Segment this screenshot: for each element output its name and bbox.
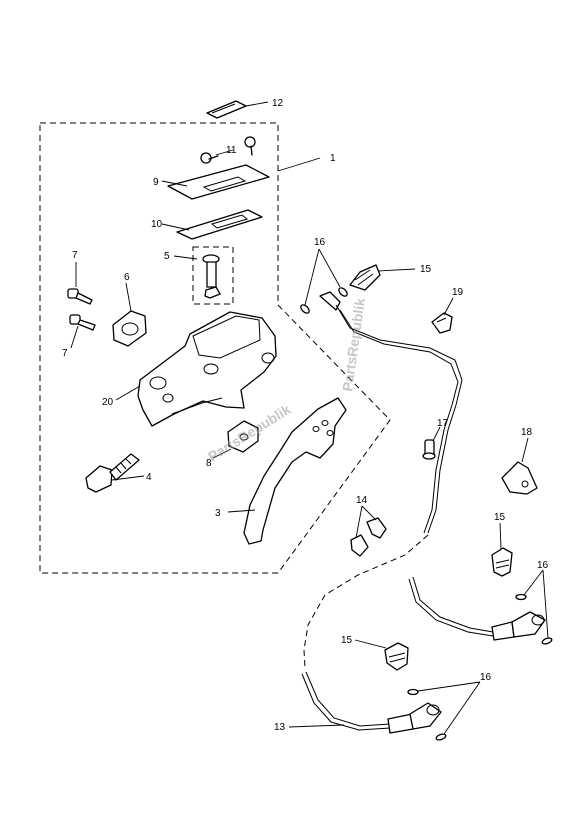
callout-10: 10 [151,219,163,230]
callout-1: 1 [330,153,336,164]
callout-13: 13 [274,722,286,733]
callout-4: 4 [146,472,152,483]
part-9-cover-plate [167,164,270,200]
callout-15-upper: 15 [420,264,432,275]
assembly-boundary-dashed [39,122,391,574]
part-11-screws [200,136,256,164]
part-12-cap-diaphragm [206,100,247,119]
callout-6: 6 [124,272,130,283]
callout-19: 19 [452,287,464,298]
part-15-banjo-bolts [349,264,513,671]
callout-numbers: 12 1 11 9 10 5 7 7 6 20 8 4 3 16 15 19 1… [62,98,549,733]
part-4-adjuster [85,453,140,493]
callout-15-right: 15 [494,512,506,523]
part-8-pivot [227,420,259,453]
part-10-gasket [176,209,263,240]
callout-3: 3 [215,508,221,519]
hose-routing-dashed [303,534,429,669]
part-19-clip [431,312,453,334]
callout-11: 11 [226,145,237,156]
part-14-clips [350,517,387,557]
lower-right-hose [408,576,546,641]
callout-7-upper: 7 [72,250,78,261]
callout-16-right: 16 [537,560,549,571]
callout-12: 12 [272,98,284,109]
part-3-brake-lever [243,397,347,545]
part-13-lower-hose [301,671,442,734]
part-16-washers [300,287,553,741]
sub-assembly-5-boundary [192,246,234,305]
callout-20: 20 [102,397,114,408]
part-17-screw [422,439,436,460]
upper-brake-hose [319,291,463,534]
callout-5: 5 [164,251,170,262]
callout-9: 9 [153,177,159,188]
part-7-screws [67,288,96,331]
callout-16-upper: 16 [314,237,326,248]
callout-15-lower: 15 [341,635,353,646]
callout-7-lower: 7 [62,348,68,359]
callout-18: 18 [521,427,533,438]
callout-17: 17 [437,418,449,429]
watermark-vertical: PartsRepublik [339,297,368,393]
callout-16-lower: 16 [480,672,492,683]
part-20-master-cylinder-body [137,311,277,427]
part-6-clamp [112,310,147,347]
callout-8: 8 [206,458,212,469]
part-18-bracket [501,461,538,495]
callout-14: 14 [356,495,368,506]
part-5-bolt [202,254,221,299]
leader-lines [70,101,549,735]
